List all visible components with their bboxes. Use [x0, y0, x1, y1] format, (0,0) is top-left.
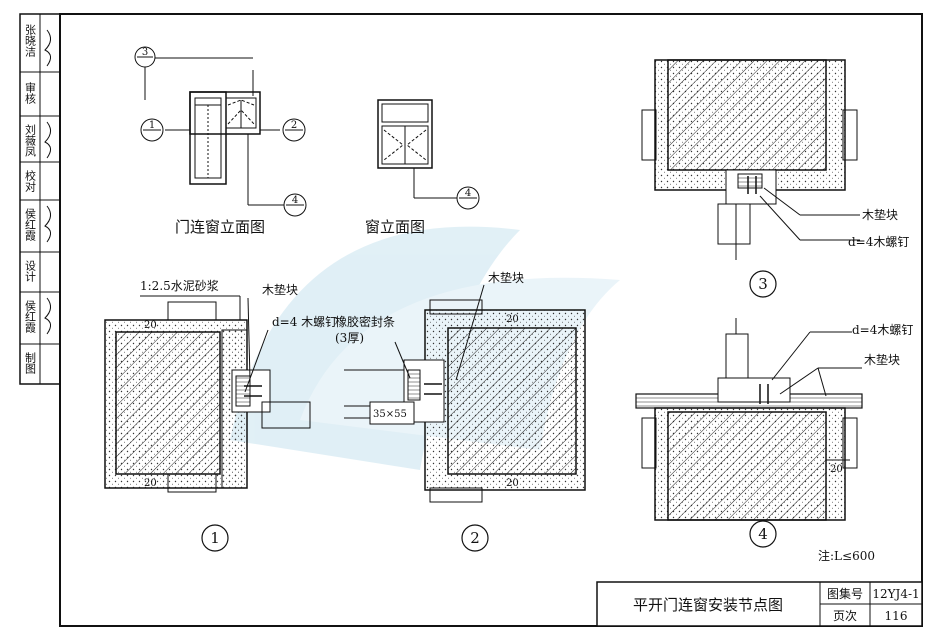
detail-4-block-label: 木垫块 [864, 352, 900, 367]
detail-1-marker: 1 [201, 524, 229, 552]
side-role-review: 审核 [24, 81, 37, 105]
title-block-atlas-value: 12YJ4-1 [872, 587, 919, 601]
sheet-note: 注:L≤600 [818, 548, 875, 563]
detail-2-block-label: 木垫块 [488, 270, 524, 285]
door-window-caption: 门连窗立面图 [175, 218, 265, 236]
svg-text:4: 4 [758, 525, 768, 543]
svg-text:3: 3 [142, 47, 148, 58]
detail-2-marker: 2 [461, 524, 489, 552]
svg-text:1: 1 [210, 529, 220, 547]
detail-3-marker: 3 [749, 270, 777, 298]
elevation-marker-4: 4 [283, 193, 307, 217]
title-block: 平开门连窗安装节点图 图集号 12YJ4-1 页次 116 [596, 581, 923, 627]
svg-text:1: 1 [149, 120, 155, 131]
detail-1-screw-label: d=4 木螺钉 [272, 315, 337, 329]
window-caption: 窗立面图 [365, 218, 425, 236]
detail-4-drawing [635, 318, 863, 521]
side-role-draw: 制图 [24, 352, 37, 375]
detail-3-drawing [641, 59, 860, 260]
detail-2-dim-top: 20 [506, 314, 519, 325]
detail-1-dim-top: 20 [144, 320, 157, 331]
side-signature-strip: 张晓洁 审核 刘薇凤 校对 侯红霞 设计 侯红霞 制图 [19, 13, 61, 385]
side-role-design: 设计 [24, 260, 37, 283]
title-block-title: 平开门连窗安装节点图 [633, 596, 783, 614]
detail-4-marker: 4 [749, 520, 777, 548]
svg-text:2: 2 [291, 120, 297, 131]
detail-1-mortar-label: 1:2.5水泥砂浆 [140, 278, 219, 293]
door-window-elevation [144, 57, 285, 206]
detail-1-dim-bottom: 20 [144, 478, 157, 489]
elevation-marker-2: 2 [282, 118, 306, 142]
detail-2-drawing [344, 284, 586, 503]
detail-3-block-label: 木垫块 [862, 207, 898, 222]
svg-text:4: 4 [292, 195, 298, 206]
detail-4-screw-label: d=4木螺钉 [852, 323, 913, 337]
window-elevation [377, 99, 458, 199]
detail-2-seal-note: (3厚) [335, 331, 364, 345]
svg-text:3: 3 [758, 275, 768, 293]
side-name-4: 侯红霞 [24, 299, 37, 334]
window-marker-4: 4 [456, 186, 480, 210]
svg-text:4: 4 [465, 188, 471, 199]
side-name-3: 侯红霞 [24, 207, 37, 242]
detail-2-section-label: 35×55 [373, 409, 407, 420]
side-name-2: 刘薇凤 [24, 124, 37, 158]
detail-1-block-label: 木垫块 [262, 282, 298, 297]
detail-4-dim: 20 [830, 464, 843, 475]
title-block-page-label: 页次 [833, 609, 857, 623]
title-block-page-value: 116 [885, 609, 908, 623]
detail-2-dim-bottom: 20 [506, 478, 519, 489]
elevation-marker-1: 1 [140, 118, 164, 142]
elevation-marker-3: 3 [134, 46, 156, 68]
detail-1-drawing [104, 295, 311, 493]
title-block-atlas-label: 图集号 [827, 586, 863, 601]
detail-2-seal-label: 橡胶密封条 [335, 314, 395, 329]
detail-3-screw-label: d=4木螺钉 [848, 235, 909, 249]
side-name-1: 张晓洁 [24, 24, 37, 58]
svg-text:2: 2 [470, 529, 480, 547]
side-role-check: 校对 [24, 169, 37, 192]
